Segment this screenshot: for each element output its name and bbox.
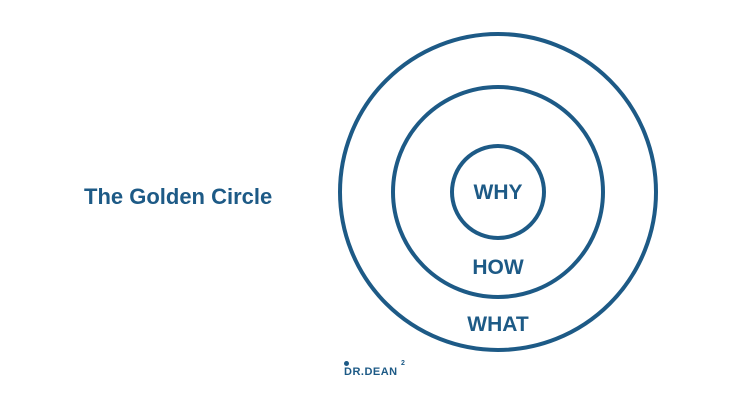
outer-circle-label: WHAT bbox=[467, 313, 529, 336]
outer-circle-what bbox=[338, 32, 658, 352]
inner-circle-label: WHY bbox=[474, 181, 523, 204]
page-title: The Golden Circle bbox=[84, 184, 273, 209]
logo-text: DR.DEAN bbox=[344, 366, 398, 378]
middle-circle-how bbox=[391, 85, 605, 299]
logo-dot-icon bbox=[344, 361, 349, 366]
logo-superscript: 2 bbox=[401, 360, 405, 367]
inner-circle-why bbox=[450, 144, 546, 240]
brand-logo: DR.DEAN 2 bbox=[340, 360, 410, 380]
middle-circle-label: HOW bbox=[472, 256, 524, 279]
